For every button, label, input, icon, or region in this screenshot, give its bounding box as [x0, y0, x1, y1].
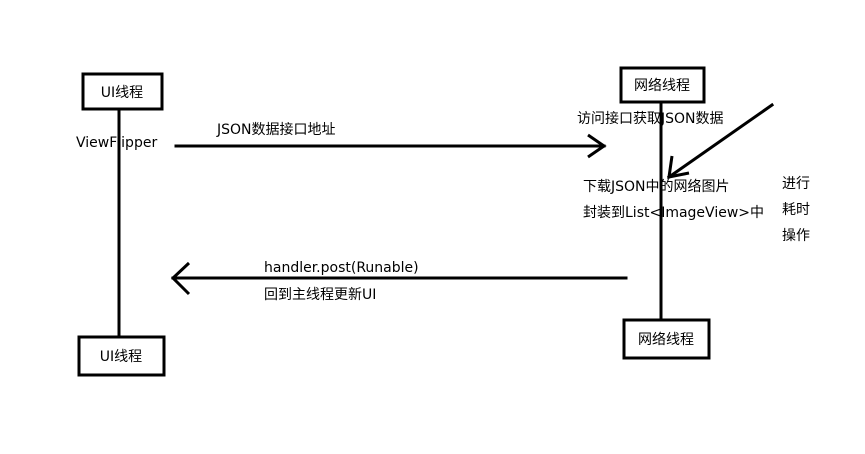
time-consuming-label-3: 操作 — [782, 228, 810, 244]
access-api-label: 访问接口获取JSON数据 — [577, 110, 724, 127]
json-address-label: JSON数据接口地址 — [216, 121, 336, 138]
network-thread-node-bottom: 网络线程 — [622, 318, 711, 360]
response-arrow-head — [170, 261, 191, 296]
time-consuming-label-2: 耗时 — [782, 202, 810, 218]
ui-thread-node-top: UI线程 — [81, 72, 164, 111]
viewflipper-label: ViewFlipper — [76, 135, 157, 151]
ui-thread-node-bottom: UI线程 — [77, 335, 166, 377]
time-consuming-label-1: 进行 — [782, 176, 810, 192]
download-images-label: 下载JSON中的网络图片 — [583, 179, 730, 195]
network-thread-node-top: 网络线程 — [619, 66, 706, 104]
handler-post-label: handler.post(Runable) — [264, 260, 419, 276]
network-thread-node-top-label: 网络线程 — [634, 78, 690, 94]
annotation-arrow-line — [666, 102, 775, 180]
network-thread-node-bottom-label: 网络线程 — [638, 332, 694, 348]
wrap-list-label: 封装到List<ImageView>中 — [583, 205, 764, 221]
ui-thread-node-top-label: UI线程 — [101, 85, 143, 101]
back-to-main-label: 回到主线程更新UI — [264, 287, 376, 303]
annotation-arrow-head — [667, 155, 690, 179]
request-arrow-head — [587, 133, 607, 159]
ui-thread-node-bottom-label: UI线程 — [100, 349, 142, 365]
